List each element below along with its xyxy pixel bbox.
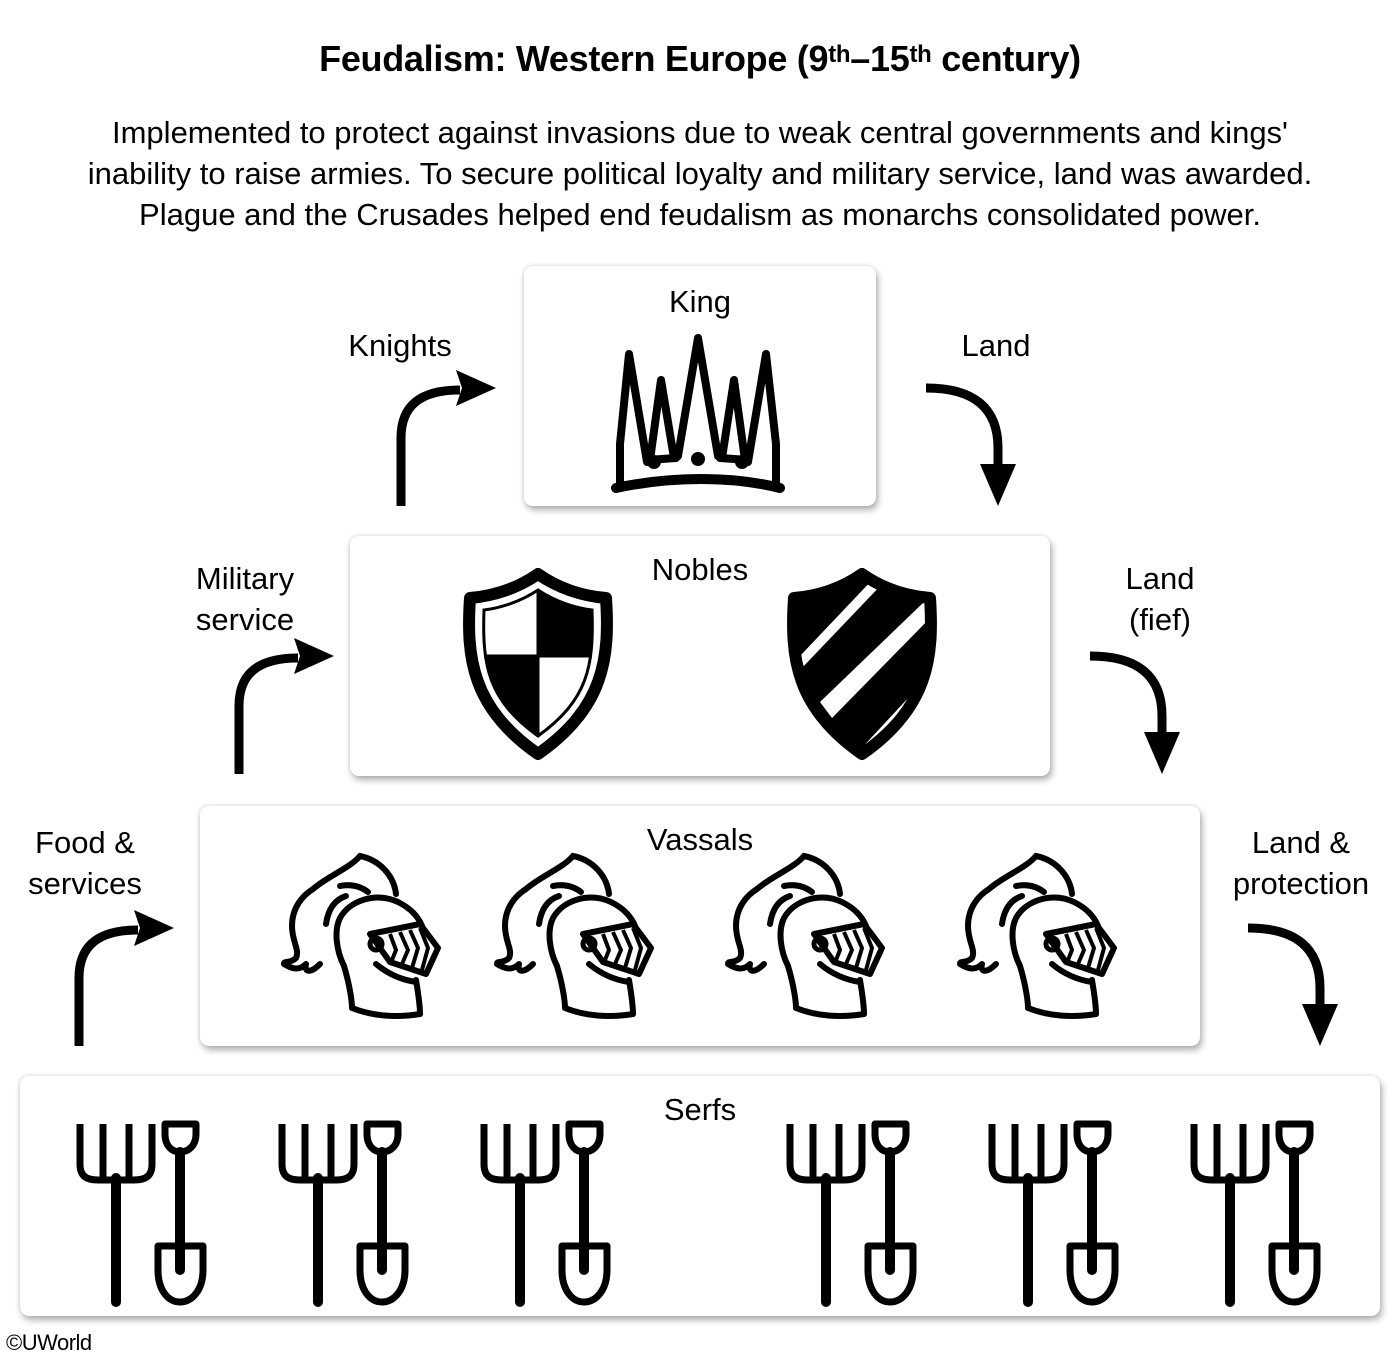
flow-label-land: Land bbox=[961, 328, 1031, 363]
flow-label-military-service: Military service bbox=[195, 561, 295, 637]
pitchfork-and-spade-icon bbox=[72, 1120, 212, 1310]
flow-label-land-fief: Land (fief) bbox=[1125, 561, 1195, 637]
curved-arrow-up-right-icon bbox=[74, 910, 174, 1046]
knight-helmet-icon bbox=[724, 846, 894, 1026]
crown-icon bbox=[611, 334, 785, 493]
pitchfork-and-spade-icon bbox=[984, 1120, 1124, 1310]
vassals-tier-box: Vassals bbox=[200, 806, 1200, 1046]
flow-label-food-services: Food & services bbox=[28, 825, 142, 901]
crown-jewel bbox=[735, 455, 749, 469]
nobles-label: Nobles bbox=[651, 552, 749, 587]
pitchfork-and-spade-icon bbox=[1186, 1120, 1326, 1310]
pitchfork-and-spade-icon bbox=[476, 1120, 616, 1310]
nobles-tier-box: Nobles bbox=[350, 536, 1050, 776]
crown-jewel bbox=[647, 455, 661, 469]
knight-helmet-icon bbox=[280, 846, 450, 1026]
pitchfork-and-spade-icon bbox=[274, 1120, 414, 1310]
knight-helmet-icon bbox=[956, 846, 1126, 1026]
curved-arrow-right-down-icon bbox=[925, 383, 1016, 506]
striped-shield-icon bbox=[787, 568, 937, 760]
knight-helmet-icon bbox=[493, 846, 663, 1026]
intro-line: Implemented to protect against invasions… bbox=[112, 115, 1288, 150]
king-tier-box: King bbox=[524, 266, 876, 506]
crown-jewel bbox=[691, 452, 705, 466]
curved-arrow-up-right-icon bbox=[234, 638, 334, 774]
curved-arrow-right-down-icon bbox=[1089, 651, 1180, 774]
serfs-tier-box: Serfs bbox=[20, 1076, 1380, 1316]
flow-label-land-protection: Land & protection bbox=[1232, 825, 1370, 901]
intro-line: Plague and the Crusades helped end feuda… bbox=[139, 197, 1261, 232]
vassals-label: Vassals bbox=[646, 822, 754, 857]
intro-line: inability to raise armies. To secure pol… bbox=[87, 156, 1313, 191]
flow-label-knights: Knights bbox=[348, 328, 452, 363]
serfs-label: Serfs bbox=[663, 1092, 737, 1127]
page-title: Feudalism: Western Europe (9th–15th cent… bbox=[319, 38, 1081, 79]
king-label: King bbox=[668, 284, 732, 319]
curved-arrow-up-right-icon bbox=[396, 370, 496, 506]
intro-paragraph: Implemented to protect against invasions… bbox=[0, 112, 1400, 235]
curved-arrow-right-down-icon bbox=[1247, 923, 1338, 1046]
pitchfork-and-spade-icon bbox=[782, 1120, 922, 1310]
quartered-shield-icon bbox=[463, 568, 613, 760]
copyright-notice: ©UWorld bbox=[6, 1330, 92, 1355]
